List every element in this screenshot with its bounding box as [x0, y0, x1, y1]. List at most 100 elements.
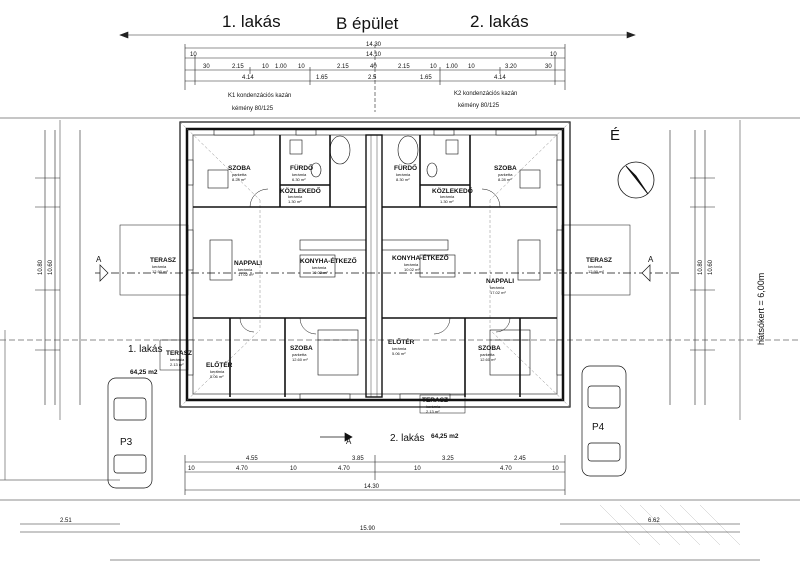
svg-text:17.02 m²: 17.02 m²: [238, 272, 254, 277]
room-konyha-right: KONYHA-ÉTKEZŐ kerámia 10.02 m²: [392, 253, 449, 272]
note-k1: K1 kondenzációs kazán: [228, 93, 291, 99]
note-k1-chimney: kémény 80/125: [232, 106, 274, 112]
note-k2: K2 kondenzációs kazán: [454, 91, 517, 97]
label-apt1-area: 64,25 m2: [130, 369, 158, 376]
room-nappali-right: NAPPALI kerámia 17.02 m²: [486, 278, 514, 295]
svg-text:8.28 m²: 8.28 m²: [232, 177, 246, 182]
top-dim-row3-0: 30: [203, 64, 210, 70]
label-apt2-area: 64,25 m2: [431, 433, 459, 440]
top-dim-row2-c: 10: [550, 52, 557, 58]
room-nappali-left: NAPPALI kerámia 17.02 m²: [234, 260, 262, 277]
svg-text:kerámia: kerámia: [440, 194, 455, 199]
top-dim-row3-2: 10: [262, 64, 269, 70]
top-dim-overall: 14.30: [366, 42, 382, 48]
room-szoba-tl: SZOBA parketta 8.28 m²: [228, 165, 251, 182]
room-szoba-br: SZOBA parketta 12.60 m²: [478, 345, 501, 362]
bottom-dim-row2-5: 4.70: [500, 466, 512, 472]
room-terasz-right: TERASZ kerámia 12.90 m²: [586, 257, 612, 274]
room-eloter-right: ELŐTÉR kerámia 5.06 m²: [388, 337, 415, 356]
svg-text:5.06 m²: 5.06 m²: [392, 351, 406, 356]
svg-text:KÖZLEKEDŐ: KÖZLEKEDŐ: [432, 186, 473, 195]
svg-text:parketta: parketta: [480, 352, 495, 357]
svg-text:12.60 m²: 12.60 m²: [480, 357, 496, 362]
room-eloter-left: ELŐTÉR kerámia 5.06 m²: [206, 360, 233, 379]
top-dim-row3-7: 2.15: [398, 64, 410, 70]
top-dim-row3-10: 10: [468, 64, 475, 70]
top-dim-row3-5: 2.15: [337, 64, 349, 70]
svg-text:KONYHA-ÉTKEZŐ: KONYHA-ÉTKEZŐ: [300, 256, 357, 265]
top-dim-row3-12: 30: [545, 64, 552, 70]
svg-text:kerámia: kerámia: [588, 264, 603, 269]
label-p4: P4: [592, 422, 605, 433]
svg-text:kerámia: kerámia: [396, 172, 411, 177]
svg-text:ELŐTÉR: ELŐTÉR: [206, 360, 233, 369]
bottom-dim-site: 15.90: [360, 526, 376, 532]
svg-text:5.06 m²: 5.06 m²: [210, 374, 224, 379]
svg-text:FÜRDŐ: FÜRDŐ: [290, 163, 313, 172]
section-a-bottom: A: [346, 437, 352, 446]
header-building-label: B épület: [336, 14, 399, 33]
room-kozlekedo-left: KÖZLEKEDŐ kerámia 1.30 m²: [280, 186, 321, 204]
top-dim-row4-4: 4.14: [494, 75, 506, 81]
bottom-dim-row2-2: 10: [290, 466, 297, 472]
label-apt2-entry: 2. lakás: [390, 433, 424, 444]
room-szoba-bl: SZOBA parketta 12.60 m²: [290, 345, 313, 362]
svg-text:TERASZ: TERASZ: [586, 257, 612, 264]
svg-text:2.13 m²: 2.13 m²: [170, 362, 184, 367]
top-dim-row4-3: 1.65: [420, 75, 432, 81]
top-dim-row3-3: 1.00: [275, 64, 287, 70]
svg-text:12.90 m²: 12.90 m²: [152, 269, 168, 274]
top-dim-row3-11: 3.20: [505, 64, 517, 70]
label-p3: P3: [120, 437, 133, 448]
svg-text:KÖZLEKEDŐ: KÖZLEKEDŐ: [280, 186, 321, 195]
bottom-dim-left: 2.51: [60, 518, 72, 524]
top-dim-row3-8: 10: [430, 64, 437, 70]
header-apt1-label: 1. lakás: [222, 12, 281, 31]
bottom-dim-row1-3: 2.45: [514, 456, 526, 462]
bottom-dim-row2-0: 10: [188, 466, 195, 472]
svg-text:12.90 m²: 12.90 m²: [588, 269, 604, 274]
bottom-dim-row2-6: 10: [552, 466, 559, 472]
bottom-dim-row2-4: 10: [414, 466, 421, 472]
svg-text:SZOBA: SZOBA: [494, 165, 517, 172]
svg-text:12.60 m²: 12.60 m²: [292, 357, 308, 362]
top-dim-row4-1: 1.65: [316, 75, 328, 81]
svg-text:NAPPALI: NAPPALI: [234, 260, 262, 267]
svg-text:parketta: parketta: [232, 172, 247, 177]
svg-text:ELŐTÉR: ELŐTÉR: [388, 337, 415, 346]
bottom-dim-right: 6.62: [648, 518, 660, 524]
bottom-dim-row2-3: 4.70: [338, 466, 350, 472]
label-apt1-entry: 1. lakás: [128, 344, 162, 355]
svg-text:2.13 m²: 2.13 m²: [426, 409, 440, 414]
svg-text:10.02 m²: 10.02 m²: [312, 270, 328, 275]
svg-text:SZOBA: SZOBA: [228, 165, 251, 172]
bottom-dim-row2-1: 4.70: [236, 466, 248, 472]
room-konyha-left: KONYHA-ÉTKEZŐ kerámia 10.02 m²: [300, 256, 357, 275]
svg-text:kerámia: kerámia: [288, 194, 303, 199]
svg-text:kerámia: kerámia: [404, 262, 419, 267]
svg-text:8.28 m²: 8.28 m²: [498, 177, 512, 182]
svg-text:NAPPALI: NAPPALI: [486, 278, 514, 285]
bottom-dim-row1-0: 4.55: [246, 456, 258, 462]
svg-text:kerámia: kerámia: [292, 172, 307, 177]
svg-text:10.02 m²: 10.02 m²: [404, 267, 420, 272]
top-dim-row4-0: 4.14: [242, 75, 254, 81]
north-label: É: [610, 127, 620, 144]
side-dim-right-total: 10.80: [698, 259, 704, 275]
header-apt2-label: 2. lakás: [470, 12, 529, 31]
svg-text:17.02 m²: 17.02 m²: [490, 290, 506, 295]
svg-text:SZOBA: SZOBA: [290, 345, 313, 352]
svg-text:kerámia: kerámia: [392, 346, 407, 351]
side-dim-left-total2: 10.60: [48, 259, 54, 275]
svg-text:TERASZ: TERASZ: [422, 397, 448, 404]
svg-text:parketta: parketta: [292, 352, 307, 357]
svg-text:parketta: parketta: [498, 172, 513, 177]
bottom-dim-overall: 14.30: [364, 484, 380, 490]
room-terasz-entry-left: TERASZ kerámia 2.13 m²: [166, 350, 192, 367]
svg-text:SZOBA: SZOBA: [478, 345, 501, 352]
room-terasz-left: TERASZ kerámia 12.90 m²: [150, 257, 176, 274]
svg-text:TERASZ: TERASZ: [166, 350, 192, 357]
label-backyard: hátsókert = 6,00m: [756, 273, 766, 345]
